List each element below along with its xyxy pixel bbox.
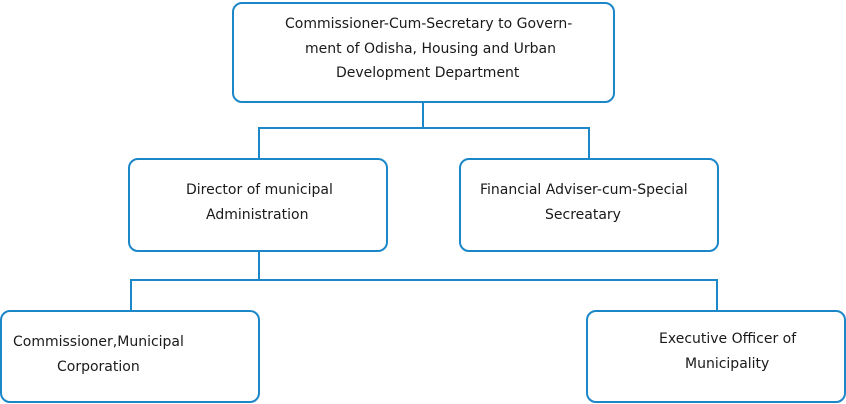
node-text-line: Municipality: [685, 356, 770, 372]
node-text-line: Corporation: [57, 359, 140, 375]
node-text-line: Administration: [206, 207, 309, 223]
connector-line: [422, 102, 424, 129]
connector-line: [258, 127, 590, 129]
node-text-line: Commissioner,Municipal: [13, 334, 184, 350]
node-financial-adviser: Financial Adviser-cum-Special Secreatary: [459, 158, 719, 252]
node-text-line: Commissioner-Cum-Secretary to Govern-: [285, 16, 573, 32]
connector-line: [258, 127, 260, 159]
connector-line: [258, 251, 260, 281]
connector-line: [130, 279, 132, 311]
node-text-line: ment of Odisha, Housing and Urban: [305, 41, 556, 57]
connector-line: [716, 279, 718, 311]
node-text-line: Executive Officer of: [659, 331, 797, 347]
node-text-line: Secreatary: [545, 207, 621, 223]
node-text-line: Financial Adviser-cum-Special: [480, 182, 688, 198]
node-executive-officer-municipality: Executive Officer of Municipality: [586, 310, 846, 403]
connector-line: [588, 127, 590, 159]
connector-line: [130, 279, 718, 281]
node-director-municipal-administration: Director of municipal Administration: [128, 158, 388, 252]
node-text-line: Development Department: [336, 65, 520, 81]
node-text-line: Director of municipal: [186, 182, 333, 198]
node-commissioner-cum-secretary: Commissioner-Cum-Secretary to Govern- me…: [232, 2, 615, 103]
node-commissioner-municipal-corporation: Commissioner,Municipal Corporation: [0, 310, 260, 403]
